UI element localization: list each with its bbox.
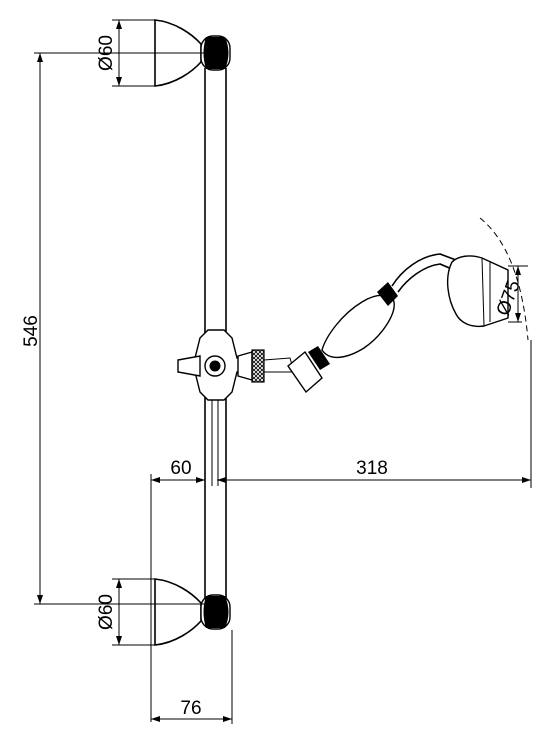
dim-overall-height-label: 546 (21, 315, 42, 347)
reach-arc (479, 217, 529, 341)
top-wall-bracket (154, 19, 231, 87)
hand-shower (287, 253, 509, 394)
dim-horizontal-reach: 60 318 (150, 340, 532, 722)
dim-overall-height: 546 (21, 52, 205, 605)
sliding-holder (177, 329, 295, 401)
dim-bottom-diameter-label: Ø60 (96, 594, 117, 630)
dim-bracket-depth-label: 76 (180, 698, 201, 719)
bottom-wall-bracket (154, 578, 231, 646)
dim-wall-offset-label: 60 (170, 458, 191, 479)
dim-reach-label: 318 (356, 458, 388, 479)
dim-bracket-depth: 76 (151, 630, 233, 724)
dim-bottom-diameter: Ø60 (96, 578, 155, 646)
